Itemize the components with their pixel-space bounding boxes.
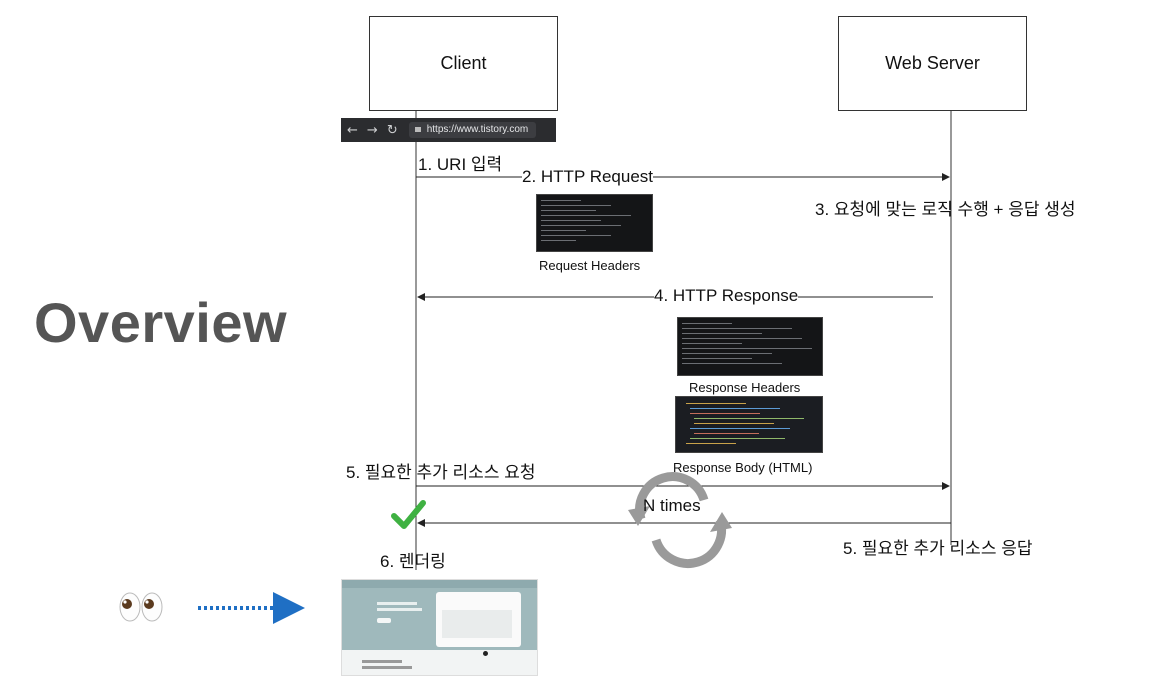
page-thumb-text	[377, 602, 417, 605]
client-label: Client	[440, 53, 487, 73]
response-headers-label: Response Headers	[689, 380, 801, 395]
response-headers-thumbnail	[677, 317, 823, 376]
page-thumb-card-inner	[442, 610, 512, 638]
request-headers-thumbnail	[536, 194, 653, 252]
client-box: Client	[369, 16, 558, 111]
check-icon	[391, 500, 426, 529]
step-4-label: 4. HTTP Response	[654, 286, 799, 306]
response-body-label: Response Body (HTML)	[673, 460, 813, 475]
web-server-box: Web Server	[838, 16, 1027, 111]
step-6-label: 6. 렌더링	[380, 552, 446, 571]
loop-label: N times	[643, 496, 701, 515]
response-body-thumbnail	[675, 396, 823, 453]
web-server-label: Web Server	[885, 53, 980, 73]
loop-arrowhead-2	[710, 512, 732, 532]
page-thumb-footer-text	[362, 666, 412, 669]
rendered-page-thumbnail	[341, 579, 538, 676]
step-1-label: 1. URI 입력	[418, 150, 503, 175]
eyes-icon	[119, 592, 163, 622]
page-thumb-text	[377, 608, 422, 611]
loop-arrowhead-1	[628, 506, 650, 526]
url-field: https://www.tistory.com	[408, 122, 537, 138]
lock-icon	[414, 127, 421, 132]
loop-icon	[635, 472, 727, 569]
browser-bar: ← → ↻ https://www.tistory.com	[341, 118, 556, 142]
step-2-label: 2. HTTP Request	[522, 167, 654, 187]
step-3-label: 3. 요청에 맞는 로직 수행 + 응답 생성	[815, 200, 1076, 219]
back-icon: ←	[347, 122, 358, 138]
step-5b-label: 5. 필요한 추가 리소스 응답	[843, 539, 1033, 558]
url-text: https://www.tistory.com	[426, 124, 529, 135]
request-headers-label: Request Headers	[539, 258, 641, 273]
cursor-icon	[483, 651, 488, 656]
page-thumb-button	[377, 618, 391, 623]
forward-icon: →	[366, 122, 378, 138]
page-thumb-topbar	[342, 580, 537, 588]
reload-icon: ↻	[386, 122, 398, 138]
step-5a-label: 5. 필요한 추가 리소스 요청	[346, 463, 536, 482]
page-thumb-footer-text	[362, 660, 402, 663]
page-title: Overview	[34, 291, 288, 354]
